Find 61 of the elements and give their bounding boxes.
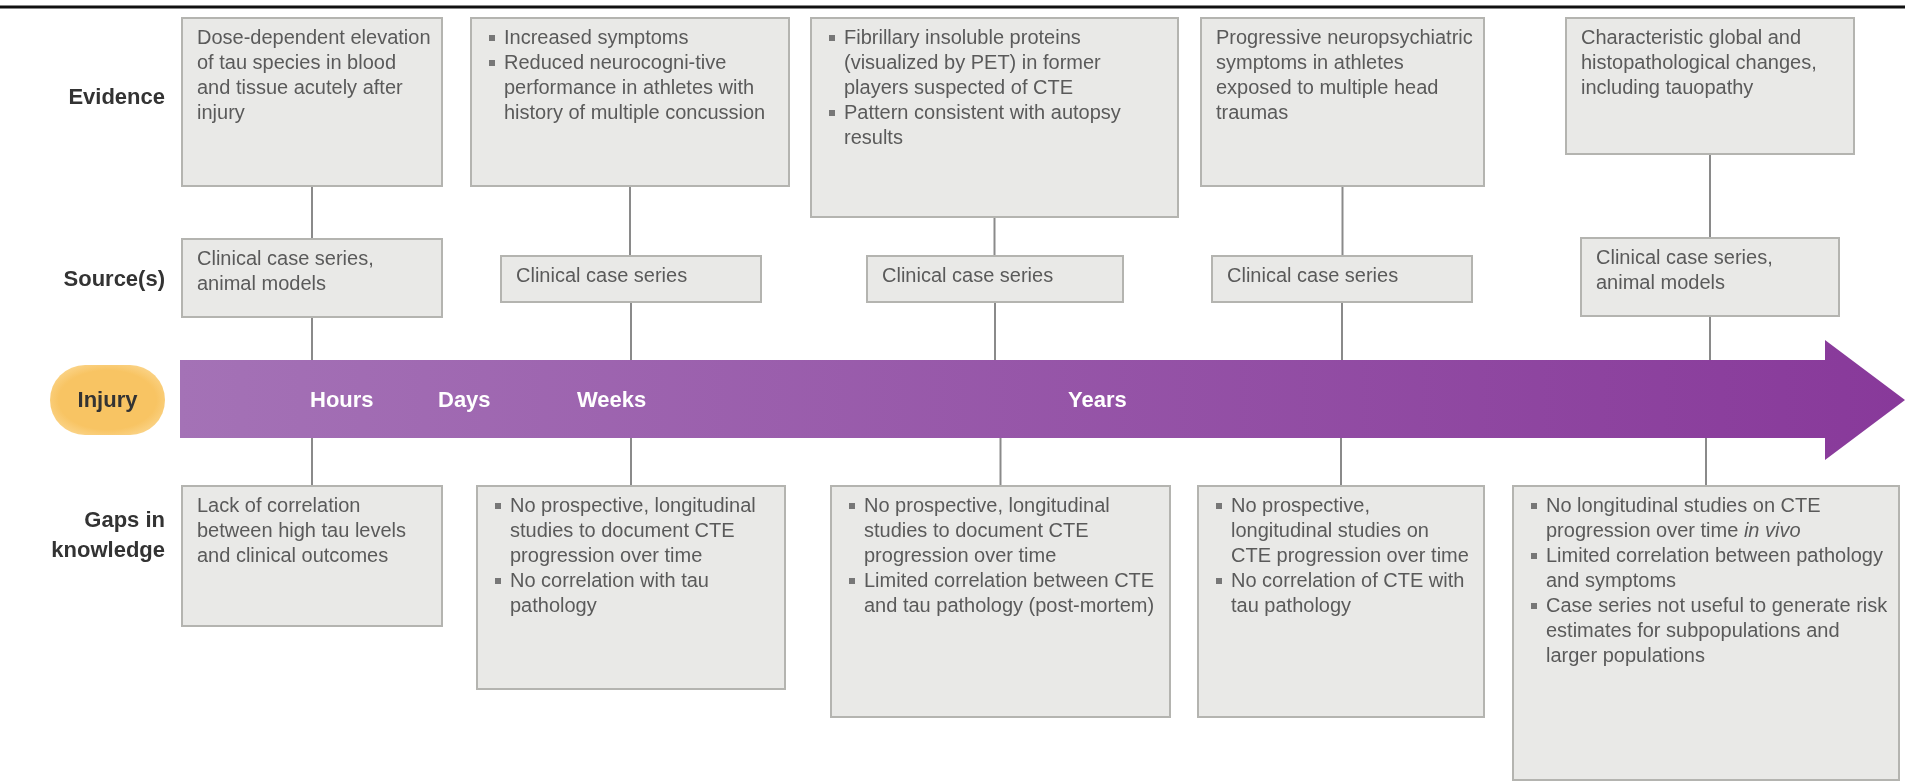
- source-box: [866, 255, 1124, 303]
- time-label: Hours: [310, 387, 374, 413]
- connector-line: [311, 317, 313, 361]
- connector-line: [311, 186, 313, 239]
- source-text: Clinical case series: [516, 263, 689, 288]
- bullet-point: No prospective, longitudinal studies to document CTE progression over time: [846, 493, 1159, 568]
- source-text: Clinical case series: [1227, 263, 1400, 288]
- source-text: Clinical case series, animal models: [197, 246, 375, 296]
- connector-line: [993, 217, 996, 256]
- connector-line: [999, 437, 1002, 486]
- timeline-arrow: [180, 340, 1905, 460]
- bullet-point: Increased symptoms: [486, 25, 778, 50]
- evidence-box: [1565, 17, 1855, 155]
- row-label: Gaps in knowledge: [50, 506, 165, 564]
- connector-line: [1340, 437, 1342, 486]
- evidence-box: [181, 17, 443, 187]
- source-box: [1211, 255, 1473, 303]
- bullet-point: No correlation with tau pathology: [492, 568, 774, 618]
- bullet-point: No longitudinal studies on CTE progression over time in vivo: [1528, 493, 1888, 543]
- connector-line: [630, 302, 632, 361]
- bullet-point: No prospective, longitudinal studies on CTE progression over time: [1213, 493, 1473, 568]
- source-box: [181, 238, 443, 318]
- connector-line: [1341, 186, 1344, 256]
- gap-box: [181, 485, 443, 627]
- bullet-point: Limited correlation between CTE and tau pathology (post-mortem): [846, 568, 1159, 618]
- bullet-point: Reduced neurocogni-tive performance in athletes with history of multiple concussion: [486, 50, 778, 125]
- row-label: Evidence: [67, 83, 165, 111]
- time-label: Weeks: [577, 387, 647, 413]
- gap-box: [476, 485, 786, 690]
- evidence-box: [1200, 17, 1485, 187]
- connector-line: [1709, 154, 1711, 238]
- bullet-point: Limited correlation between pathology and symptoms: [1528, 543, 1888, 593]
- source-box: [500, 255, 762, 303]
- connector-line: [1709, 316, 1711, 361]
- connector-line: [1705, 437, 1707, 486]
- bullet-point: Fibrillary insoluble proteins (visualized by PET) in former players suspected of CTE: [826, 25, 1167, 100]
- source-text: Clinical case series, animal models: [1596, 245, 1774, 295]
- bullet-point: No correlation of CTE with tau pathology: [1213, 568, 1473, 618]
- connector-line: [994, 302, 996, 361]
- connector-line: [311, 437, 313, 486]
- gap-box: [1197, 485, 1485, 718]
- oval-label: Injury: [77, 387, 138, 413]
- bullet-point: Case series not useful to generate risk estimates for subpopulations and larger populations: [1528, 593, 1888, 668]
- evidence-text: Dose-dependent elevation of tau species in blood and tissue acutely after injury: [197, 25, 431, 125]
- source-box: [1580, 237, 1840, 317]
- evidence-text: Characteristic global and histopathological changes, including tauopathy: [1581, 25, 1818, 100]
- connector-line: [630, 437, 632, 486]
- evidence-text: Progressive neuropsychiatric symptoms in athletes exposed to multiple head traumas: [1216, 25, 1473, 125]
- gap-box: [1512, 485, 1900, 781]
- row-label: Source(s): [62, 265, 165, 293]
- bullet-point: Pattern consistent with autopsy results: [826, 100, 1167, 150]
- evidence-box: [810, 17, 1179, 218]
- connector-line: [629, 186, 631, 256]
- source-text: Clinical case series: [882, 263, 1055, 288]
- time-label: Years: [1068, 387, 1127, 413]
- connector-line: [1341, 302, 1343, 361]
- gap-text: Lack of correlation between high tau levels and clinical outcomes: [197, 493, 408, 568]
- time-label: Days: [438, 387, 491, 413]
- evidence-box: [470, 17, 790, 187]
- bullet-point: No prospective, longitudinal studies to document CTE progression over time: [492, 493, 774, 568]
- gap-box: [830, 485, 1171, 718]
